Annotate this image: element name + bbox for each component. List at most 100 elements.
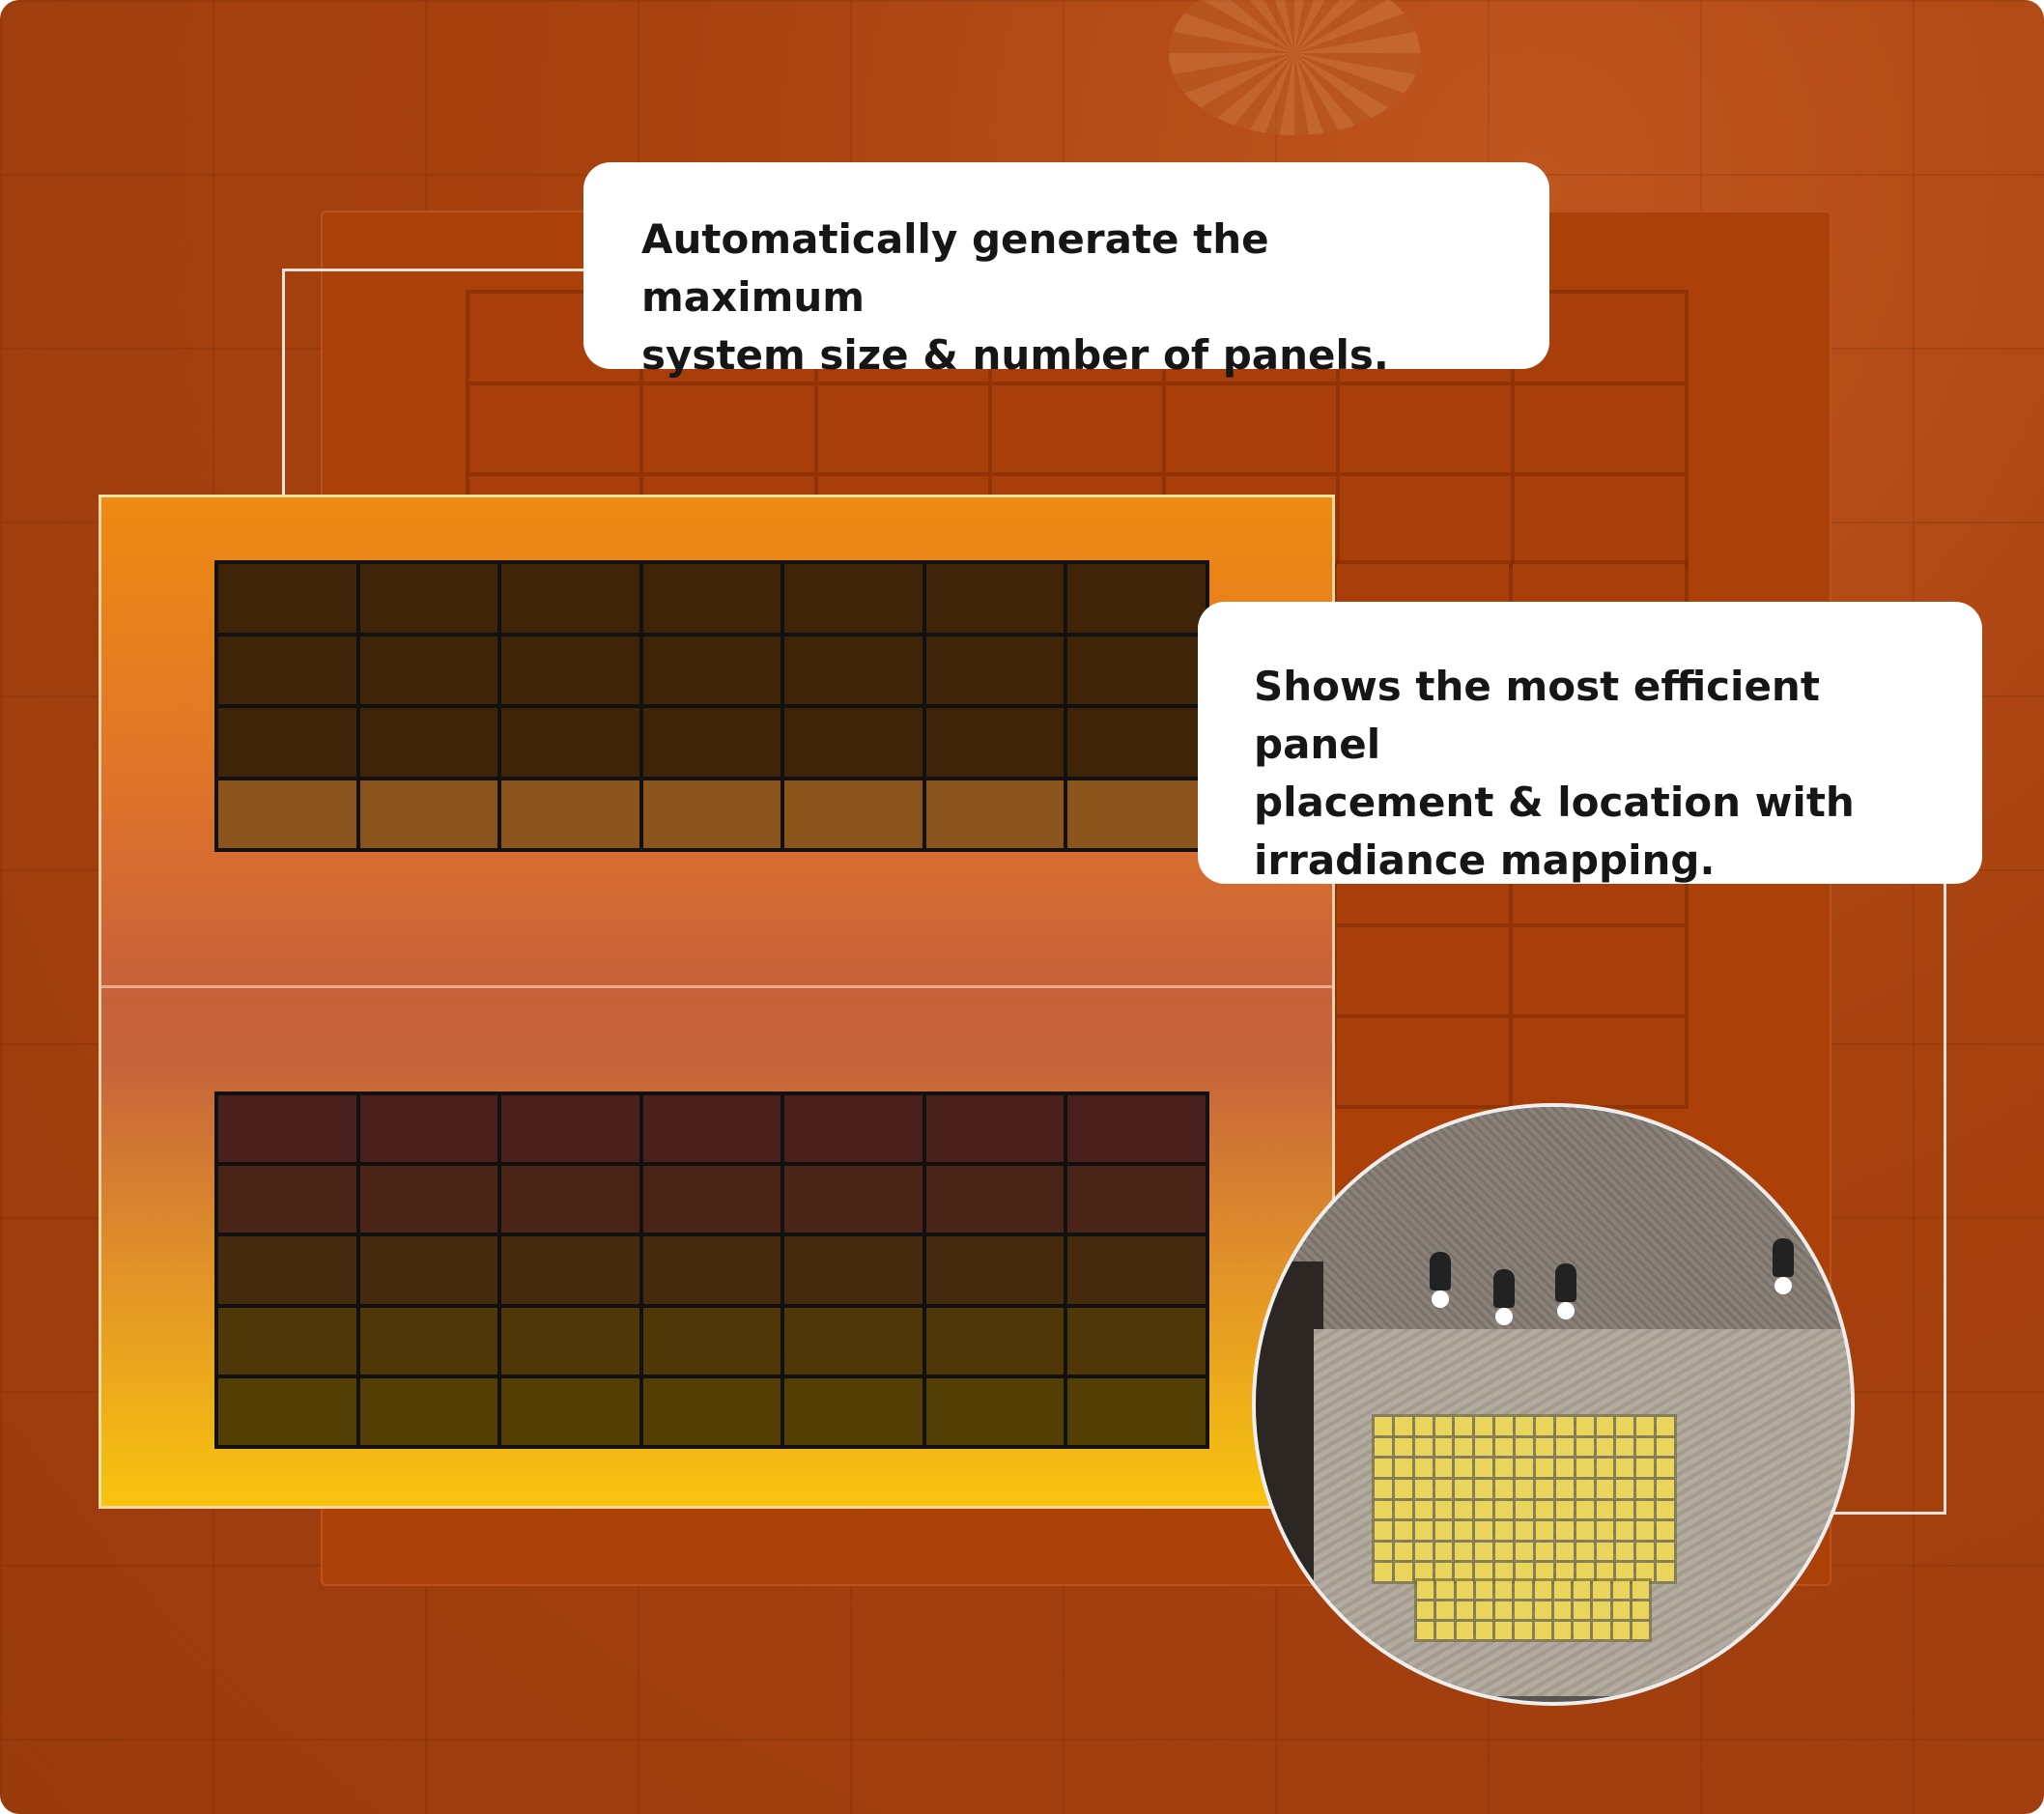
irradiance-panel (1414, 1500, 1433, 1519)
background-panel (1166, 384, 1337, 473)
irradiance-panel (1475, 1437, 1493, 1457)
irradiance-panel (1616, 1542, 1634, 1561)
irradiance-panel (1495, 1601, 1513, 1619)
irradiance-panel (1576, 1542, 1594, 1561)
irradiance-panel (1375, 1459, 1392, 1477)
solar-panel (642, 779, 781, 848)
irradiance-panel (1475, 1581, 1492, 1599)
irradiance-panel (1475, 1500, 1493, 1519)
irradiance-panel (1535, 1479, 1553, 1498)
irradiance-panel (1636, 1500, 1655, 1519)
irradiance-panel (1574, 1622, 1591, 1639)
irradiance-panel (1434, 1521, 1453, 1540)
irradiance-panel (1535, 1500, 1553, 1519)
irradiance-panel (1657, 1459, 1674, 1477)
irradiance-panel (1475, 1417, 1493, 1435)
solar-panel (784, 1095, 923, 1163)
irradiance-panel (1593, 1622, 1610, 1639)
solar-panel (642, 1166, 781, 1233)
irradiance-panel (1616, 1459, 1634, 1477)
irradiance-panel (1534, 1622, 1551, 1639)
irradiance-panel (1612, 1581, 1630, 1599)
irradiance-panel (1434, 1563, 1453, 1581)
irradiance-panel (1535, 1437, 1553, 1457)
solar-panel (218, 1166, 356, 1233)
background-panel (1337, 927, 1509, 1014)
solar-panel (784, 564, 923, 633)
irradiance-panel (1555, 1417, 1574, 1435)
solar-panel (218, 1095, 356, 1163)
irradiance-panel (1375, 1500, 1392, 1519)
irradiance-panel (1475, 1563, 1493, 1581)
background-panel (1514, 476, 1685, 564)
irradiance-panel (1616, 1417, 1634, 1435)
irradiance-panel (1555, 1459, 1574, 1477)
solar-panel (784, 1236, 923, 1304)
callout-right-line-2: placement & location with (1254, 779, 1855, 826)
irradiance-panel (1576, 1521, 1594, 1540)
irradiance-panel (1576, 1459, 1594, 1477)
solar-panel (784, 1166, 923, 1233)
solar-panel (642, 564, 781, 633)
solar-panel (501, 1166, 639, 1233)
irradiance-panel (1553, 1581, 1571, 1599)
irradiance-panel (1375, 1542, 1392, 1561)
irradiance-panel (1394, 1479, 1412, 1498)
irradiance-panel (1657, 1500, 1674, 1519)
solar-panel (359, 636, 498, 704)
irradiance-panel (1612, 1622, 1630, 1639)
solar-panel (218, 1307, 356, 1375)
solar-panel (501, 636, 639, 704)
irradiance-panel (1612, 1601, 1630, 1619)
irradiance-panel (1375, 1563, 1392, 1581)
solar-panel (925, 636, 1065, 704)
callout-top-line-1: Automatically generate the maximum (641, 215, 1269, 321)
irradiance-panel (1515, 1622, 1532, 1639)
irradiance-panel (1516, 1479, 1533, 1498)
irradiance-panel (1616, 1479, 1634, 1498)
irradiance-panel (1414, 1542, 1433, 1561)
irradiance-panel (1495, 1581, 1513, 1599)
irradiance-panel (1535, 1563, 1553, 1581)
irradiance-panel (1455, 1459, 1473, 1477)
solar-panel (359, 1236, 498, 1304)
irradiance-panel (1417, 1622, 1434, 1639)
irradiance-panel (1436, 1601, 1454, 1619)
irradiance-panel (1495, 1417, 1514, 1435)
irradiance-panel (1414, 1563, 1433, 1581)
irradiance-panel (1475, 1622, 1492, 1639)
solar-panel (501, 1307, 639, 1375)
irradiance-panel (1636, 1459, 1655, 1477)
background-panel (991, 384, 1163, 473)
irradiance-panel (1434, 1479, 1453, 1498)
irradiance-panel (1434, 1437, 1453, 1457)
irradiance-panel (1455, 1479, 1473, 1498)
solar-panel (1067, 708, 1206, 777)
solar-panel (925, 1095, 1065, 1163)
solar-panel (218, 1236, 356, 1304)
irradiance-panel (1657, 1542, 1674, 1561)
roof-vent-icon (1430, 1252, 1451, 1308)
irradiance-panel (1516, 1417, 1533, 1435)
solar-panel (925, 779, 1065, 848)
solar-panel (359, 1377, 498, 1445)
background-panel (643, 384, 814, 473)
solar-panel (218, 708, 356, 777)
irradiance-panel (1455, 1437, 1473, 1457)
solar-panel (1067, 779, 1206, 848)
irradiance-panel (1535, 1459, 1553, 1477)
solar-panel (218, 1377, 356, 1445)
irradiance-panel (1632, 1601, 1649, 1619)
irradiance-panel (1414, 1437, 1433, 1457)
roof-vent-icon (1555, 1263, 1576, 1319)
solar-panel (925, 1236, 1065, 1304)
irradiance-panel (1495, 1622, 1513, 1639)
solar-panel (501, 779, 639, 848)
solar-panel (1067, 1166, 1206, 1233)
callout-auto-generate: Automatically generate the maximum syste… (583, 162, 1549, 379)
background-panel (817, 384, 988, 473)
solar-panel (642, 1377, 781, 1445)
irradiance-panel (1516, 1437, 1533, 1457)
solar-panel (642, 1236, 781, 1304)
irradiance-panel (1434, 1500, 1453, 1519)
